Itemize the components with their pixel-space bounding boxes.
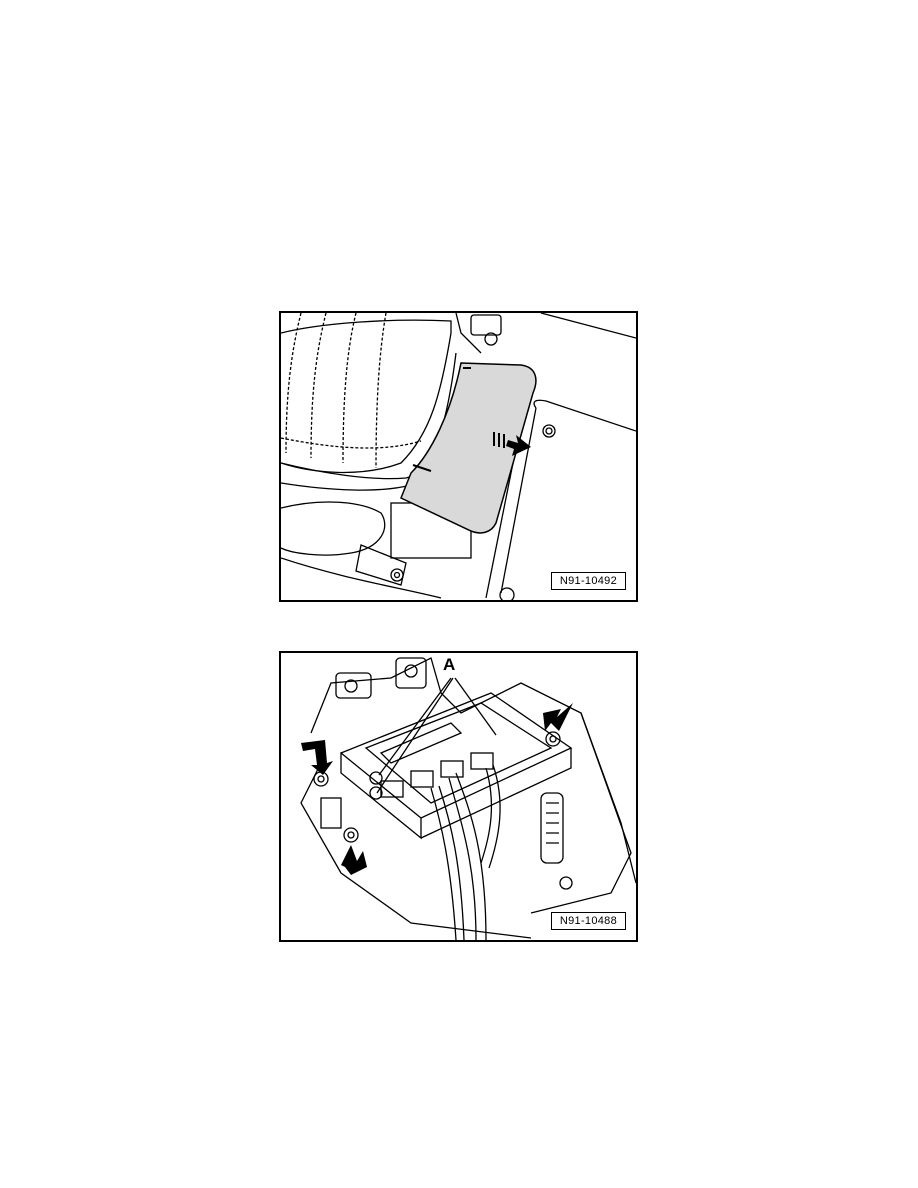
figure-code-label: N91-10488	[550, 912, 626, 930]
control-module-illustration	[300, 657, 636, 940]
figure-control-module: A N91-10488	[279, 651, 638, 942]
figure-seat-cover-removal: N91-10492	[279, 311, 638, 602]
figure-code-label: N91-10492	[550, 572, 626, 590]
seat-cover-illustration	[281, 313, 636, 600]
callout-label-a: A	[443, 655, 456, 674]
